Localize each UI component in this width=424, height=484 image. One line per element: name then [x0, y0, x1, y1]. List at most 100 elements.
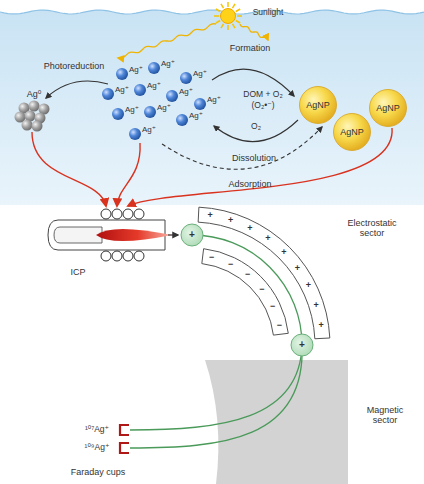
silver-ion [134, 84, 146, 96]
charge-sign: + [314, 301, 319, 310]
sun-ray [221, 4, 224, 8]
sun-ray [237, 15, 242, 17]
ion-label: Ag⁺ [129, 65, 143, 74]
silver-atom [22, 120, 33, 131]
water-body [0, 10, 424, 205]
charge-sign: − [259, 285, 264, 294]
nanoparticle-circle: AgNP [333, 113, 371, 151]
ion-label: Ag⁺ [125, 105, 139, 114]
ion-label: Ag⁺ [142, 125, 156, 134]
nanoparticle-outline [334, 114, 371, 151]
part-label: Electrostatic sector [336, 218, 408, 239]
ion-label: Ag⁺ [193, 69, 207, 78]
rf-coil [123, 251, 133, 261]
rf-coil [101, 251, 111, 261]
sun-ray [236, 21, 240, 24]
water-surface [0, 10, 424, 14]
reactant-label: DOM + O₂ [243, 90, 282, 100]
ion-beams [120, 224, 313, 453]
sun-ray [233, 24, 236, 28]
dissolution-arrow [214, 120, 298, 142]
silver-ion [144, 106, 156, 118]
ion-label: Ag⁺ [179, 87, 193, 96]
sun-ray [216, 21, 220, 24]
sun-ray [221, 24, 224, 28]
beam-arrow [168, 234, 178, 235]
ion-sample-arrow [117, 143, 140, 206]
node-text: AgNP [376, 103, 400, 113]
charge-sign: + [295, 264, 300, 273]
process-arrows [46, 69, 322, 169]
faraday-cup [120, 425, 129, 435]
light-wave [118, 24, 216, 59]
process-label: Adsorption [228, 179, 271, 189]
species-label: Ag⁰ [27, 89, 42, 99]
rf-coil [112, 209, 122, 219]
icp-torch [48, 209, 178, 261]
charge-sign: + [318, 321, 323, 330]
charge-sign: − [245, 270, 250, 279]
nanoparticle-outline [300, 87, 337, 124]
silver-ion [116, 68, 128, 80]
light-wave [240, 24, 268, 40]
silver-ion [102, 88, 114, 100]
faraday-cup [120, 443, 129, 453]
injector-tube [54, 227, 102, 243]
rf-coil [112, 251, 122, 261]
photoreduction-arrow [46, 81, 108, 98]
part-label: ICP [70, 267, 85, 277]
silver-ion [166, 90, 178, 102]
charge-sign: − [277, 321, 282, 330]
isotope-label: ¹⁰⁹Ag⁺ [85, 443, 110, 453]
inner-plate [202, 249, 288, 335]
sun-ray [233, 4, 236, 8]
ion-label: Ag⁺ [147, 81, 161, 90]
rf-coil [134, 251, 144, 261]
silver-ion [180, 72, 192, 84]
rf-coil [134, 209, 144, 219]
ion-packet [181, 224, 203, 246]
part-label: Faraday cups [71, 467, 126, 477]
ion-packet [291, 334, 313, 356]
charge-sign: + [281, 248, 286, 257]
charge-sign: + [189, 230, 195, 240]
silver-atom [32, 121, 43, 132]
sun-ray [216, 9, 220, 12]
outer-plate [198, 207, 330, 339]
electrostatic-sector [198, 207, 330, 339]
charge-sign: − [228, 260, 233, 269]
sun-ray [214, 15, 219, 17]
silver-ion [129, 128, 141, 140]
reactant-label: (O₂•⁻) [251, 101, 274, 111]
charge-sign: − [270, 302, 275, 311]
light-label: Sunlight [253, 8, 284, 18]
silver-atom [29, 101, 40, 112]
ion-label: Ag⁺ [207, 95, 221, 104]
silver-ion [194, 98, 206, 110]
ion-label: Ag⁺ [161, 59, 175, 68]
ion-label: Ag⁺ [157, 103, 171, 112]
charge-sign: + [247, 224, 252, 233]
charge-sign: + [228, 216, 233, 225]
sun-ray [236, 9, 240, 12]
nanoparticle-circle: AgNP [369, 89, 407, 127]
reactant-label: O₂ [251, 122, 261, 132]
plasma [96, 229, 172, 241]
silver-ion [176, 114, 188, 126]
process-label: Formation [230, 43, 271, 53]
adsorption-arrow [162, 127, 322, 169]
nanoparticle-outline [370, 90, 407, 127]
ion-path [130, 345, 302, 448]
charge-sign: − [209, 253, 214, 262]
node-text: AgNP [306, 100, 330, 110]
sun-disc [221, 9, 236, 24]
ag0-sample-arrow [32, 132, 106, 206]
part-label: Magnetic sector [354, 405, 416, 426]
process-label: Dissolution [232, 153, 276, 163]
node-text: AgNP [340, 127, 364, 137]
silver-ion [112, 108, 124, 120]
ion-balls [15, 62, 207, 140]
charge-sign: + [265, 234, 270, 243]
process-label: Photoreduction [44, 61, 105, 71]
